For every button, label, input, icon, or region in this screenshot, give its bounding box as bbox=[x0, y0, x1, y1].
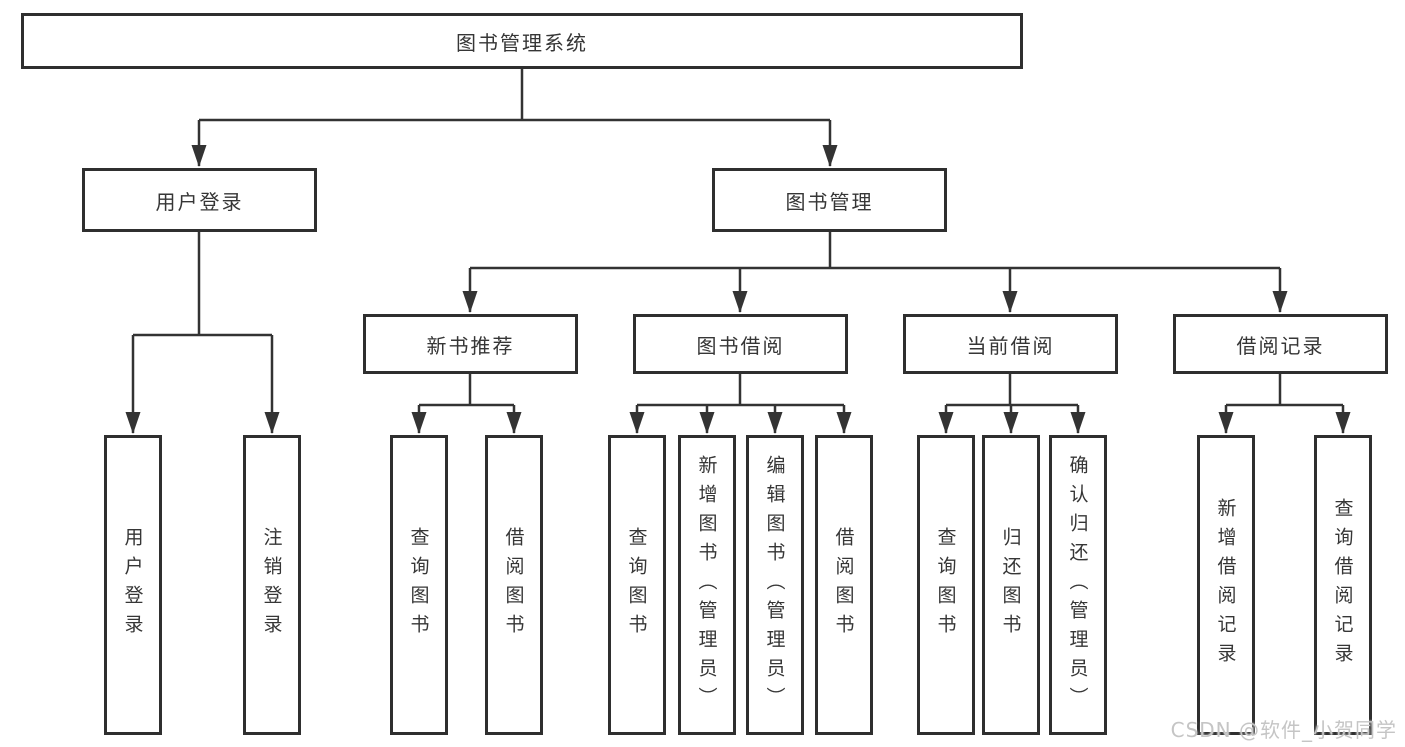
node-new-book-recommendation: 新书推荐 bbox=[363, 314, 578, 374]
leaf-logout-login: 注销登录 bbox=[243, 435, 301, 735]
leaf-add-borrow-record: 新增借阅记录 bbox=[1197, 435, 1255, 735]
leaf-add-books-admin: 新增图书（管理员） bbox=[678, 435, 736, 735]
leaf-label: 查询借阅记录 bbox=[1331, 498, 1354, 672]
leaf-label: 确认归还（管理员） bbox=[1066, 454, 1089, 716]
leaf-query-borrow-record: 查询借阅记录 bbox=[1314, 435, 1372, 735]
leaf-label: 查询图书 bbox=[934, 527, 957, 643]
node-label: 当前借阅 bbox=[966, 333, 1055, 358]
leaf-edit-books-admin: 编辑图书（管理员） bbox=[746, 435, 804, 735]
leaf-label: 借阅图书 bbox=[502, 527, 525, 643]
node-label: 新书推荐 bbox=[426, 333, 515, 358]
leaf-borrow-books-recommend: 借阅图书 bbox=[485, 435, 543, 735]
watermark-csdn: CSDN @软件_小贺同学 bbox=[1170, 718, 1397, 742]
leaf-label: 查询图书 bbox=[625, 527, 648, 643]
node-label: 借阅记录 bbox=[1236, 333, 1325, 358]
leaf-label: 查询图书 bbox=[407, 527, 430, 643]
leaf-label: 用户登录 bbox=[121, 527, 144, 643]
leaf-label: 新增借阅记录 bbox=[1214, 498, 1237, 672]
node-label: 图书借阅 bbox=[696, 333, 785, 358]
node-label: 用户登录 bbox=[155, 189, 244, 214]
node-book-management: 图书管理 bbox=[712, 168, 947, 232]
leaf-label: 编辑图书（管理员） bbox=[763, 454, 786, 716]
node-borrowing-records: 借阅记录 bbox=[1173, 314, 1388, 374]
leaf-label: 借阅图书 bbox=[832, 527, 855, 643]
leaf-return-books: 归还图书 bbox=[982, 435, 1040, 735]
node-label: 图书管理系统 bbox=[456, 30, 588, 55]
node-library-management-system: 图书管理系统 bbox=[21, 13, 1023, 69]
node-book-borrowing: 图书借阅 bbox=[633, 314, 848, 374]
leaf-label: 归还图书 bbox=[999, 527, 1022, 643]
leaf-confirm-return-admin: 确认归还（管理员） bbox=[1049, 435, 1107, 735]
leaf-query-books-recommend: 查询图书 bbox=[390, 435, 448, 735]
node-label: 图书管理 bbox=[785, 189, 874, 214]
leaf-query-books-borrowing: 查询图书 bbox=[608, 435, 666, 735]
node-current-borrowing: 当前借阅 bbox=[903, 314, 1118, 374]
leaf-borrow-books-borrowing: 借阅图书 bbox=[815, 435, 873, 735]
leaf-label: 注销登录 bbox=[260, 527, 283, 643]
leaf-label: 新增图书（管理员） bbox=[695, 454, 718, 716]
leaf-user-login: 用户登录 bbox=[104, 435, 162, 735]
leaf-query-books-current: 查询图书 bbox=[917, 435, 975, 735]
node-user-login: 用户登录 bbox=[82, 168, 317, 232]
